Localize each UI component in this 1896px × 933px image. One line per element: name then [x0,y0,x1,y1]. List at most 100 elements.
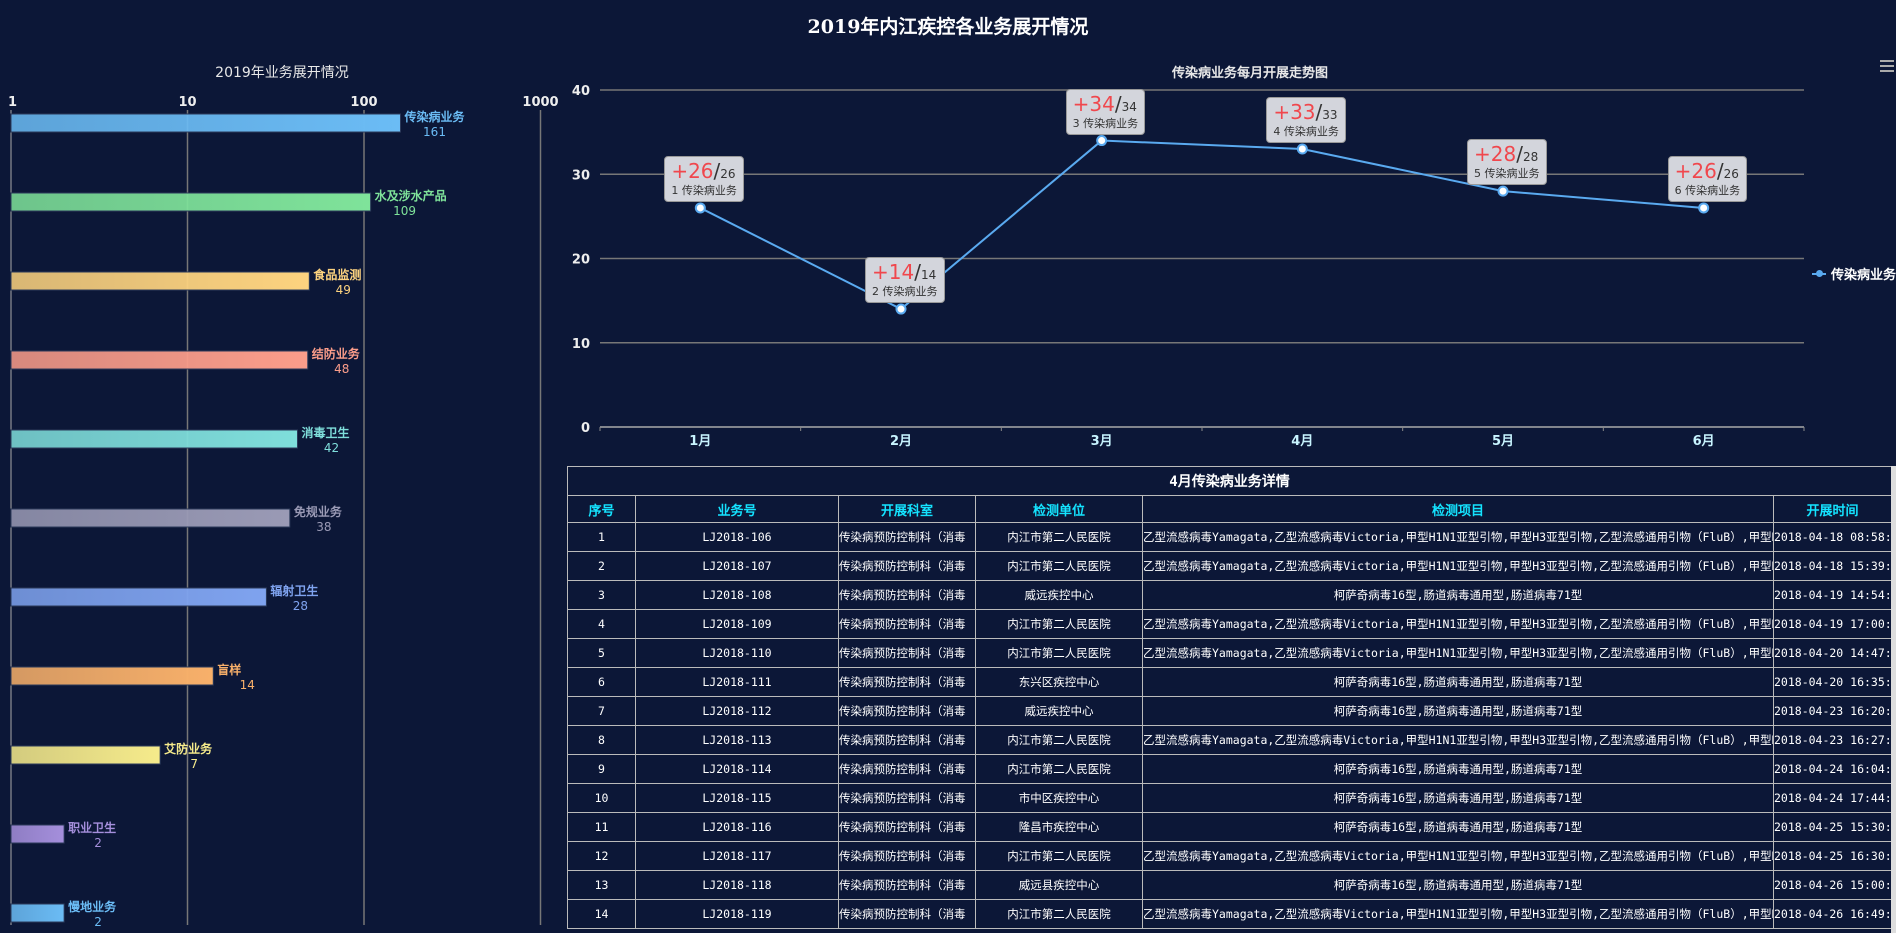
data-point[interactable] [694,202,706,214]
bar[interactable] [10,587,267,607]
data-point[interactable] [895,303,907,315]
bar-value: 49 [336,283,351,297]
table-cell: LJ2018-115 [635,783,839,813]
table-cell: 隆昌市疾控中心 [975,812,1143,842]
table-cell: 内江市第二人民医院 [975,638,1143,668]
table-cell: 内江市第二人民医院 [975,754,1143,784]
bar-value: 42 [324,441,339,455]
bar-value: 7 [190,757,198,771]
bar-label: 水及涉水产品 [375,188,447,203]
bar-chart-title: 2019年业务展开情况 [215,65,349,81]
data-point[interactable] [1698,202,1710,214]
table-cell: 内江市第二人民医院 [975,609,1143,639]
bar[interactable] [10,192,372,212]
table-cell: LJ2018-114 [635,754,839,784]
y-tick-label: 30 [572,168,590,183]
bar-label: 辐射卫生 [270,583,318,598]
bar-value: 109 [393,204,416,218]
bar[interactable] [10,824,65,844]
table-cell: 传染病预防控制科（消毒 [838,667,976,697]
column-header: 检测项目 [1142,495,1774,523]
table-cell: LJ2018-110 [635,638,839,668]
table-cell: LJ2018-116 [635,812,839,842]
table-cell: 柯萨奇病毒16型,肠道病毒通用型,肠道病毒71型 [1142,783,1774,813]
table-cell: 传染病预防控制科（消毒 [838,638,976,668]
table-cell: 传染病预防控制科（消毒 [838,899,976,929]
bar[interactable] [10,429,299,449]
table-cell: 2018-04-18 15:39:49 [1772,551,1893,581]
column-header: 开展时间 [1772,495,1893,523]
table-cell: LJ2018-107 [635,551,839,581]
data-label-sep: / [713,158,721,183]
axis-tick-label: 1000 [522,95,558,110]
bar[interactable] [10,350,309,370]
table-cell: 1 [567,522,636,552]
table-cell: LJ2018-108 [635,580,839,610]
table-cell: 柯萨奇病毒16型,肠道病毒通用型,肠道病毒71型 [1142,696,1774,726]
bar[interactable] [10,508,291,528]
bar[interactable] [10,666,214,686]
column-header: 开展科室 [838,495,976,523]
bar[interactable] [10,745,161,765]
table-cell: 12 [567,841,636,871]
bar-value: 38 [316,520,331,534]
bar-value: 14 [240,678,255,692]
table-cell: 乙型流感病毒Yamagata,乙型流感病毒Victoria,甲型H1N1亚型引物… [1142,841,1774,871]
table-cell: 乙型流感病毒Yamagata,乙型流感病毒Victoria,甲型H1N1亚型引物… [1142,638,1774,668]
bar[interactable] [10,113,402,133]
table-cell: 5 [567,638,636,668]
table-cell: 传染病预防控制科（消毒 [838,522,976,552]
menu-icon[interactable] [1880,60,1894,72]
table-cell: 2018-04-26 15:00:25 [1772,870,1893,900]
table-cell: 传染病预防控制科（消毒 [838,783,976,813]
x-tick-label: 6月 [1693,434,1715,449]
table-cell: 乙型流感病毒Yamagata,乙型流感病毒Victoria,甲型H1N1亚型引物… [1142,725,1774,755]
data-label-series: 5 传染病业务 [1474,167,1540,181]
legend-item[interactable]: 传染病业务 [1812,264,1896,283]
data-label-sep: / [914,260,921,285]
bar-label: 职业卫生 [68,820,116,835]
table-cell: 2 [567,551,636,581]
table-cell: LJ2018-113 [635,725,839,755]
x-tick-label: 1月 [689,434,711,449]
table-cell: LJ2018-119 [635,899,839,929]
legend-marker-icon [1812,269,1826,277]
table-cell: LJ2018-117 [635,841,839,871]
scrollbar[interactable] [1891,466,1896,933]
data-point[interactable] [1497,185,1509,197]
data-label-total: 26 [1723,166,1739,181]
data-point[interactable] [1296,143,1308,155]
bar-value: 2 [94,836,102,850]
table-cell: 柯萨奇病毒16型,肠道病毒通用型,肠道病毒71型 [1142,667,1774,697]
table-cell: 2018-04-25 16:30:14 [1772,841,1893,871]
bar[interactable] [10,271,310,291]
table-cell: 柯萨奇病毒16型,肠道病毒通用型,肠道病毒71型 [1142,812,1774,842]
table-cell: 传染病预防控制科（消毒 [838,754,976,784]
data-point[interactable] [1096,135,1108,147]
bar[interactable] [10,903,65,923]
table-cell: 2018-04-19 14:54:09 [1772,580,1893,610]
table-cell: 传染病预防控制科（消毒 [838,580,976,610]
table-cell: 乙型流感病毒Yamagata,乙型流感病毒Victoria,甲型H1N1亚型引物… [1142,551,1774,581]
table-cell: 2018-04-24 17:44:06 [1772,783,1893,813]
axis-tick-label: 100 [350,95,377,110]
table-cell: 2018-04-20 14:47:34 [1772,638,1893,668]
table-cell: 内江市第二人民医院 [975,841,1143,871]
table-cell: 内江市第二人民医院 [975,522,1143,552]
column-header: 业务号 [635,495,839,523]
